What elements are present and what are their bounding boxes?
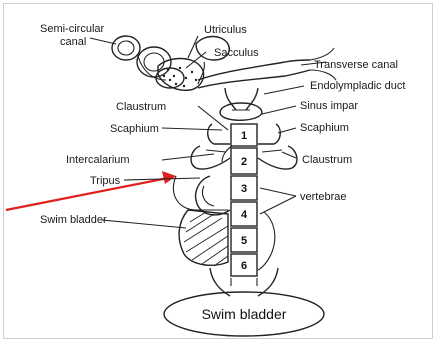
label-vertebrae: vertebrae xyxy=(300,191,346,203)
label-sinus-impar: Sinus impar xyxy=(300,100,358,112)
vertebra-number: 2 xyxy=(241,156,247,168)
label-sacculus: Sacculus xyxy=(214,47,259,59)
label-claustrum-left: Claustrum xyxy=(116,101,166,113)
semicircular-canal-drawing xyxy=(112,36,184,88)
label-tripus: Tripus xyxy=(90,175,121,187)
label-swim-bladder-side: Swim bladder xyxy=(40,214,107,226)
vertebra-number: 4 xyxy=(241,209,248,221)
vertebra-number: 6 xyxy=(241,260,247,272)
label-intercalarium: Intercalarium xyxy=(66,154,130,166)
label-scaphium-right: Scaphium xyxy=(300,122,349,134)
label-utriculus: Utriculus xyxy=(204,24,247,36)
label-swim-bladder-main: Swim bladder xyxy=(202,306,287,322)
label-semi-circular-canal: Semi-circular xyxy=(40,23,105,35)
vertebra-number: 5 xyxy=(241,235,247,247)
label-endolymphatic-duct: Endolympladic duct xyxy=(310,80,405,92)
vertebra-number: 3 xyxy=(241,183,247,195)
sinus-impar-drawing xyxy=(220,88,262,120)
label-scaphium-left: Scaphium xyxy=(110,123,159,135)
label-semi-circular-canal: canal xyxy=(60,36,86,48)
vertebra-number: 1 xyxy=(241,130,247,142)
label-transverse-canal: Transverse canal xyxy=(314,59,398,71)
label-claustrum-right: Claustrum xyxy=(302,154,352,166)
